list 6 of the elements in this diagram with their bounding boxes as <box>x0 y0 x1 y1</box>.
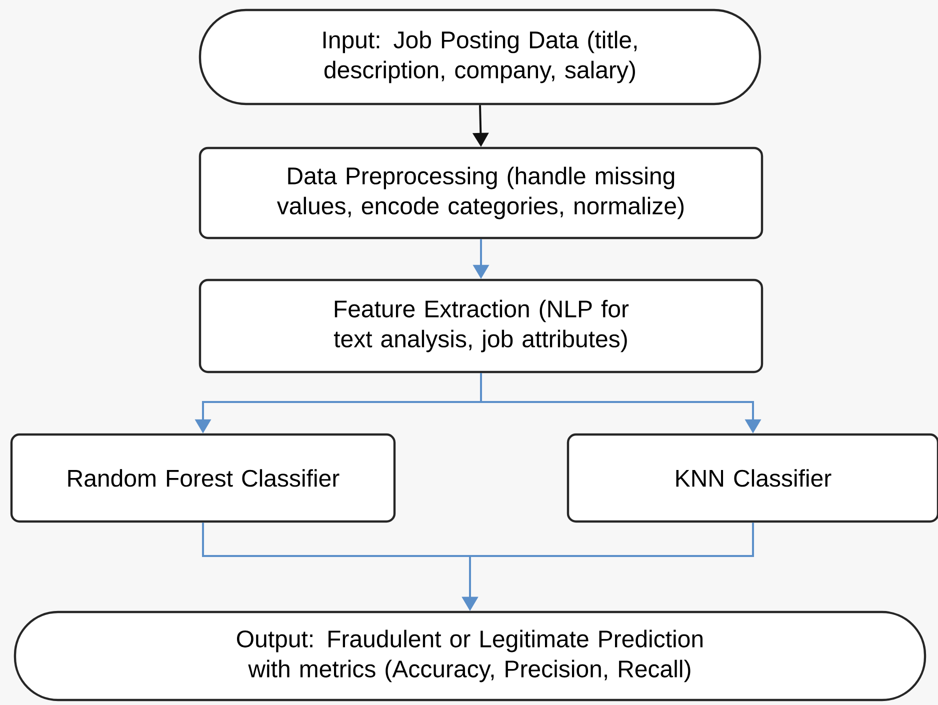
terminal-box: Input: Job Posting Data (title, description, company, salary) <box>198 8 762 106</box>
terminal-box: Output: Fraudulent or Legitimate Prediction with metrics (Accuracy, Precision, Recall) <box>14 610 926 702</box>
process-box: KNN Classifier <box>566 433 938 523</box>
process-box: Data Preprocessing (handle missing values, encode categories, normalize) <box>198 146 764 240</box>
process-box: Feature Extraction (NLP for text analysis, job attributes) <box>198 278 764 374</box>
process-box: Random Forest Classifier <box>10 433 396 523</box>
